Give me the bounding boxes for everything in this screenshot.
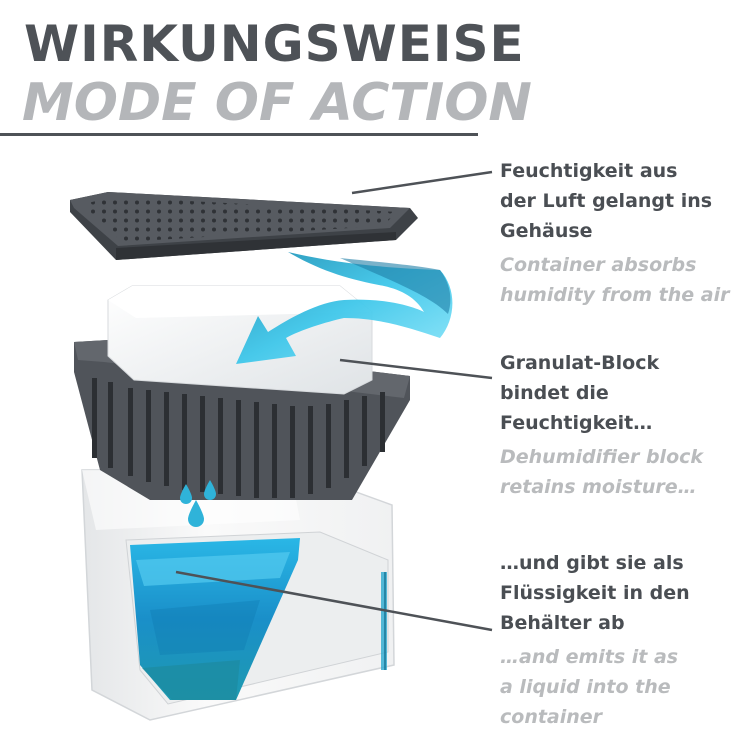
step-1-german: Feuchtigkeit aus der Luft gelangt ins Ge… xyxy=(500,160,713,242)
step-3-english: …and emits it as a liquid into the conta… xyxy=(500,646,679,728)
step-2-english: Dehumidifier block retains moisture… xyxy=(500,446,704,498)
lid-grid xyxy=(70,192,418,260)
leader-line-step-2 xyxy=(339,358,493,380)
step-1-english: Container absorbs humidity from the air xyxy=(500,254,730,306)
leader-lines xyxy=(175,170,493,632)
title-german: WIRKUNGSWEISE xyxy=(24,15,525,73)
water-drop-icon xyxy=(180,484,192,504)
step-2-label: Granulat-Block bindet die Feuchtigkeit… … xyxy=(500,348,748,502)
step-2-german: Granulat-Block bindet die Feuchtigkeit… xyxy=(500,352,660,434)
water-body xyxy=(130,538,300,700)
step-3-label: …und gibt sie als Flüssigkeit in den Beh… xyxy=(500,548,748,732)
step-1-label: Feuchtigkeit aus der Luft gelangt ins Ge… xyxy=(500,156,748,310)
water-drops xyxy=(180,480,216,527)
title-divider xyxy=(0,133,478,136)
leader-line-step-1 xyxy=(351,170,493,195)
step-3-german: …und gibt sie als Flüssigkeit in den Beh… xyxy=(500,552,690,634)
leader-line-step-3 xyxy=(175,570,493,632)
moisture-arrow xyxy=(236,252,453,364)
title-english: MODE OF ACTION xyxy=(22,73,532,133)
water-level-indicator xyxy=(381,572,387,670)
water-container xyxy=(81,467,395,721)
water-drop-icon xyxy=(188,500,204,527)
water-drop-icon xyxy=(204,480,216,500)
